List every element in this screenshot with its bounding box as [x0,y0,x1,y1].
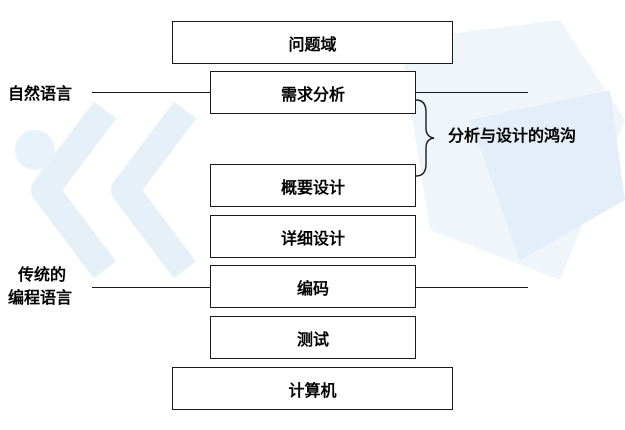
gap-brace [415,99,435,177]
layer-detailed-design: 详细设计 [210,215,416,258]
layer-computer: 计算机 [172,367,453,410]
programming-language-line-right [416,287,528,288]
layer-label: 计算机 [288,380,337,400]
layer-coding: 编码 [210,265,416,308]
layer-label: 需求分析 [280,84,345,104]
gap-label: 分析与设计的鸿沟 [448,126,577,145]
layer-requirements-analysis: 需求分析 [210,71,416,114]
layer-label: 问题域 [288,34,337,54]
layer-high-level-design: 概要设计 [210,164,416,207]
layer-label: 详细设计 [280,228,345,248]
layer-label: 编码 [296,278,329,298]
natural-language-line-right [416,92,528,93]
natural-language-line-left [92,92,210,93]
layer-label: 测试 [296,329,329,349]
natural-language-label: 自然语言 [8,84,73,103]
layer-testing: 测试 [210,316,416,359]
layer-problem-domain: 问题域 [172,21,453,64]
programming-language-label-line2: 编程语言 [8,288,73,307]
programming-language-label-line1: 传统的 [18,265,67,284]
layer-label: 概要设计 [280,177,345,197]
programming-language-line-left [92,287,210,288]
